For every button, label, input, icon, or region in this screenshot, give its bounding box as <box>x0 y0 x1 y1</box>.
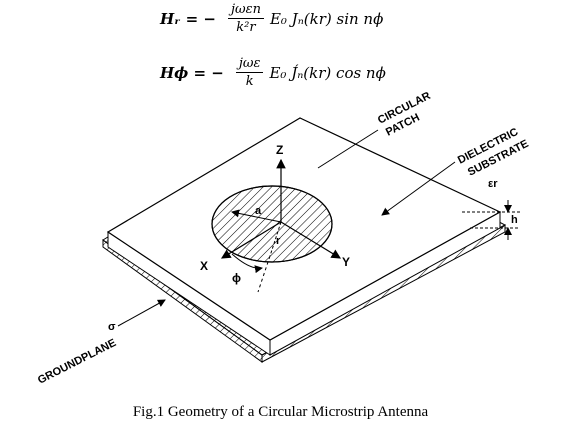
equation-hphi: Hϕ = − jωε k E₀ J́ₙ(kr) cos nϕ <box>160 56 386 89</box>
h-label: h <box>511 214 518 226</box>
equation-hphi-numerator: jωε <box>238 56 261 71</box>
phi-label: ϕ <box>232 271 241 285</box>
y-axis-label: Y <box>342 255 350 269</box>
equation-hphi-fraction: jωε k <box>235 56 264 89</box>
equation-hr: Hᵣ = − jωεn k²r E₀ Jₙ(kr) sin nϕ <box>160 2 383 35</box>
coordinate-axes <box>220 158 342 293</box>
sigma-label: σ <box>108 321 116 333</box>
figure-caption: Fig.1 Geometry of a Circular Microstrip … <box>132 404 429 420</box>
r-label: r <box>276 235 281 247</box>
equation-hr-rhs: E₀ Jₙ(kr) sin nϕ <box>269 9 384 28</box>
equation-hr-numerator: jωεn <box>230 2 261 17</box>
equation-hr-fraction: jωεn k²r <box>227 2 264 35</box>
equation-hphi-denominator: k <box>245 74 254 89</box>
equation-hphi-rhs: E₀ J́ₙ(kr) cos nϕ <box>269 63 386 82</box>
patch-pointer <box>317 129 379 169</box>
equation-hphi-lhs: Hϕ = − <box>160 63 224 82</box>
groundplane-pointer <box>117 299 166 327</box>
radius-label: a <box>255 205 262 217</box>
circular-patch <box>211 185 333 263</box>
thickness-marker <box>462 200 520 240</box>
epsilon-label: εr <box>488 178 498 190</box>
z-axis-label: Z <box>276 143 283 157</box>
equation-hr-denominator: k²r <box>236 20 256 35</box>
x-axis-label: X <box>200 259 208 273</box>
equation-hr-lhs: Hᵣ = − <box>160 9 216 28</box>
groundplane-label: GROUNDPLANE <box>36 337 118 387</box>
substrate-pointer <box>381 161 456 216</box>
